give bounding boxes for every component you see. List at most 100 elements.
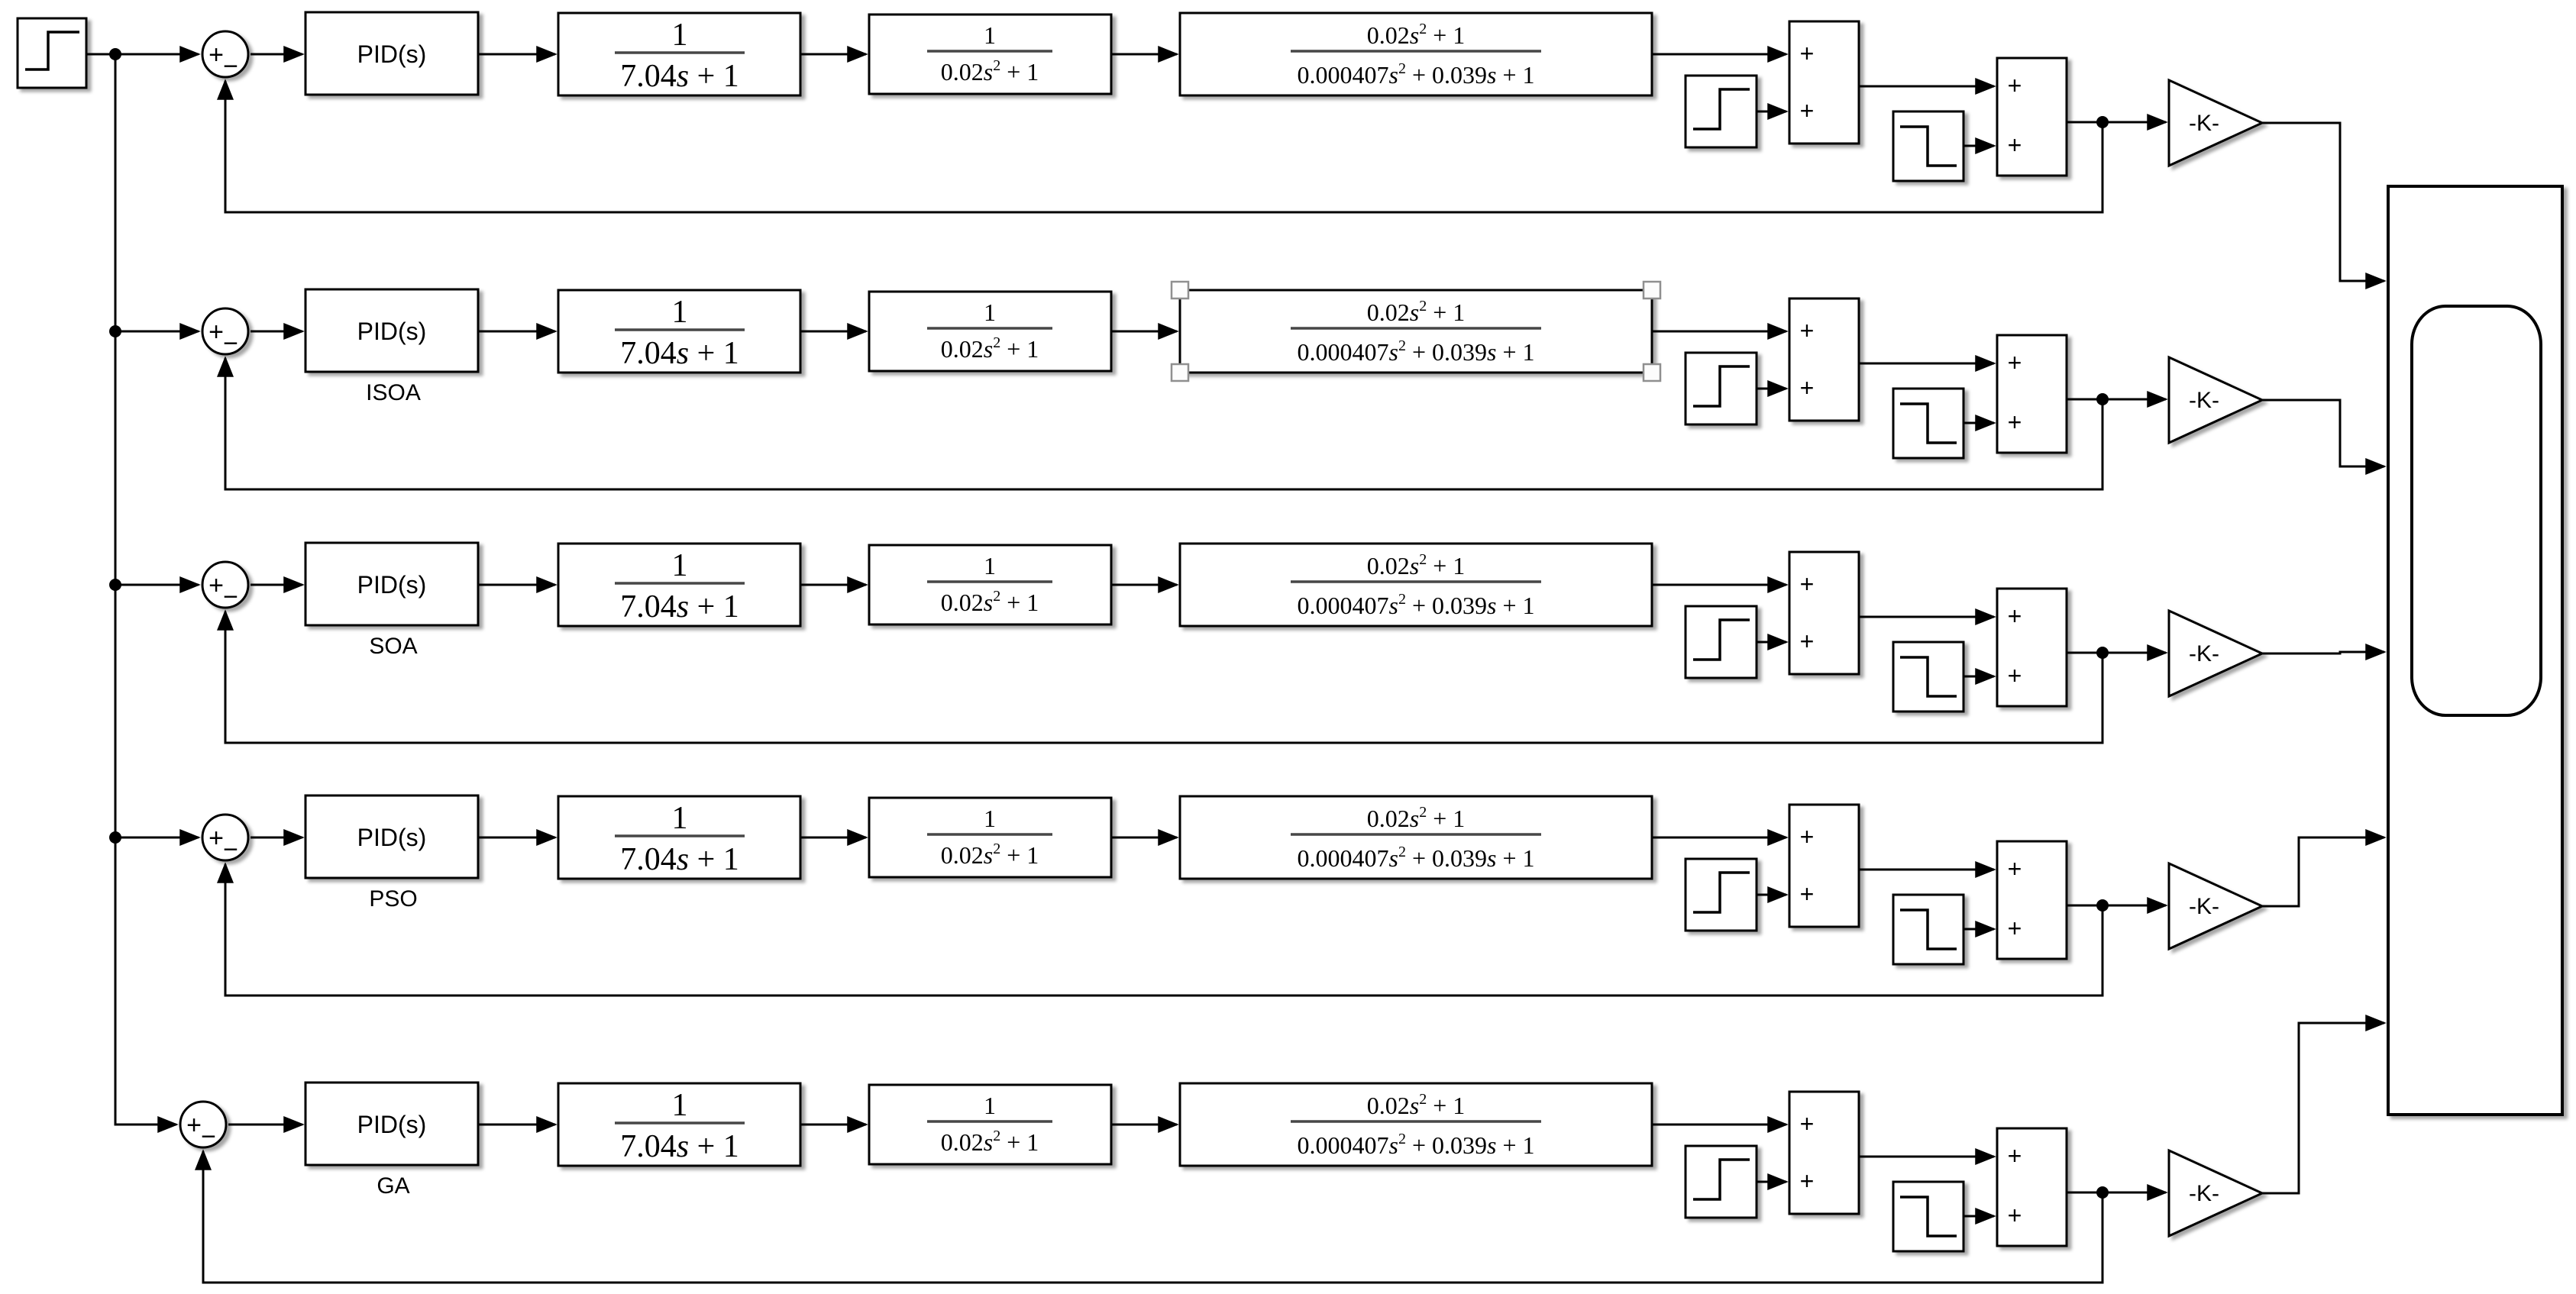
step-source-block[interactable]	[16, 17, 88, 89]
transfer-fcn-first-order-block[interactable]: 1 7.04s + 1	[557, 289, 802, 374]
gain-label: -K-	[2189, 641, 2219, 666]
sum-plus-sign: +	[208, 40, 224, 69]
pid-block-text: PID(s)	[357, 571, 427, 599]
tf1-denominator: 7.04s + 1	[620, 336, 739, 371]
pid-controller-block[interactable]: PID(s)	[304, 11, 480, 96]
tf1-denominator: 7.04s + 1	[620, 842, 739, 877]
add-block-1[interactable]: + +	[1788, 20, 1860, 145]
tf2-denominator: 0.02s2 + 1	[941, 841, 1039, 869]
add-block-2[interactable]: + +	[1996, 56, 2068, 177]
transfer-fcn-resonant-block[interactable]: 1 0.02s2 + 1	[868, 1083, 1113, 1166]
wire-feedback[interactable]	[217, 609, 2104, 744]
step-disturbance-up-block[interactable]	[1684, 857, 1758, 932]
gain-triangle	[2167, 355, 2265, 445]
wire-add2-to-gain[interactable]	[2067, 897, 2168, 914]
step-up-icon	[1693, 365, 1750, 408]
add-plus-sign: +	[2008, 602, 2022, 630]
sum-junction[interactable]: + −	[201, 307, 250, 358]
gain-triangle	[2167, 861, 2265, 951]
step-source-icon	[25, 31, 79, 71]
selection-handle[interactable]	[1642, 363, 1662, 382]
step-disturbance-down-block[interactable]	[1892, 1180, 1965, 1253]
wire-feedback[interactable]	[217, 356, 2104, 491]
transfer-fcn-resonant-block[interactable]: 1 0.02s2 + 1	[868, 290, 1113, 373]
wire-gain-to-scope[interactable]	[2262, 644, 2387, 660]
reference-trunk-wires[interactable]	[86, 46, 201, 1133]
transfer-fcn-first-order-block[interactable]: 1 7.04s + 1	[557, 542, 802, 628]
add-block-1[interactable]: + +	[1788, 1090, 1860, 1215]
transfer-fcn-plant-block[interactable]: 0.02s2 + 1 0.000407s2 + 0.039s + 1	[1178, 795, 1653, 880]
wire-add2-to-gain[interactable]	[2067, 391, 2168, 408]
add-block-1[interactable]: + +	[1788, 550, 1860, 676]
transfer-fcn-plant-block[interactable]: 0.02s2 + 1 0.000407s2 + 0.039s + 1	[1178, 11, 1653, 97]
add-block-1[interactable]: + +	[1788, 803, 1860, 928]
pid-controller-block[interactable]: PID(s)	[304, 541, 480, 627]
wire-add2-to-gain[interactable]	[2067, 644, 2168, 661]
tf2-denominator: 0.02s2 + 1	[941, 57, 1039, 86]
step-down-icon	[1900, 656, 1957, 698]
selection-handle[interactable]	[1170, 363, 1190, 382]
transfer-fcn-first-order-block[interactable]: 1 7.04s + 1	[557, 1082, 802, 1167]
add-plus-sign: +	[1800, 570, 1815, 598]
wire-add2-to-gain[interactable]	[2067, 1184, 2168, 1201]
add-block-1[interactable]: + +	[1788, 297, 1860, 422]
step-disturbance-down-block[interactable]	[1892, 893, 1965, 966]
gain-block[interactable]: -K-	[2167, 1148, 2265, 1238]
pid-block-text: PID(s)	[357, 1111, 427, 1138]
wire-feedback[interactable]	[195, 1149, 2104, 1284]
step-disturbance-down-block[interactable]	[1892, 110, 1965, 182]
transfer-fcn-plant-block[interactable]: 0.02s2 + 1 0.000407s2 + 0.039s + 1	[1178, 542, 1653, 628]
add-plus-sign: +	[2008, 72, 2022, 99]
branch-dot	[109, 48, 121, 60]
wire-gain-to-scope[interactable]	[2262, 399, 2387, 475]
pid-block-label: ISOA	[366, 380, 421, 405]
pid-controller-block[interactable]: PID(s)	[304, 288, 480, 373]
sum-junction[interactable]: + −	[179, 1100, 228, 1151]
step-up-icon	[1693, 618, 1750, 661]
wire-gain-to-scope[interactable]	[2262, 829, 2387, 908]
branch-dot	[109, 579, 121, 591]
gain-block[interactable]: -K-	[2167, 78, 2265, 168]
sum-junction[interactable]: + −	[201, 813, 250, 864]
transfer-fcn-resonant-block[interactable]: 1 0.02s2 + 1	[868, 544, 1113, 626]
add-block-2[interactable]: + +	[1996, 840, 2068, 960]
sum-junction[interactable]: + −	[201, 30, 250, 81]
pid-block-label: SOA	[369, 634, 417, 659]
step-disturbance-up-block[interactable]	[1684, 1144, 1758, 1219]
wire-feedback[interactable]	[217, 79, 2104, 214]
transfer-fcn-plant-block[interactable]: 0.02s2 + 1 0.000407s2 + 0.039s + 1	[1178, 1082, 1653, 1167]
wire-gain-to-scope[interactable]	[2262, 1015, 2387, 1195]
tf3-numerator: 0.02s2 + 1	[1367, 21, 1466, 49]
add-plus-sign: +	[1800, 880, 1815, 908]
transfer-fcn-first-order-block[interactable]: 1 7.04s + 1	[557, 795, 802, 880]
pid-controller-block[interactable]: PID(s)	[304, 794, 480, 879]
gain-block[interactable]: -K-	[2167, 355, 2265, 445]
pid-controller-block[interactable]: PID(s)	[304, 1081, 480, 1167]
transfer-fcn-resonant-block[interactable]: 1 0.02s2 + 1	[868, 796, 1113, 879]
gain-block[interactable]: -K-	[2167, 861, 2265, 951]
scope-block[interactable]	[2387, 185, 2564, 1116]
tf1-denominator: 7.04s + 1	[620, 589, 739, 624]
step-disturbance-up-block[interactable]	[1684, 605, 1758, 679]
sum-junction[interactable]: + −	[201, 560, 250, 612]
transfer-fcn-first-order-block[interactable]: 1 7.04s + 1	[557, 11, 802, 97]
step-disturbance-up-block[interactable]	[1684, 351, 1758, 426]
selection-handle[interactable]	[1642, 280, 1662, 300]
step-disturbance-down-block[interactable]	[1892, 387, 1965, 460]
step-disturbance-down-block[interactable]	[1892, 641, 1965, 713]
step-disturbance-up-block[interactable]	[1684, 74, 1758, 149]
transfer-fcn-resonant-block[interactable]: 1 0.02s2 + 1	[868, 13, 1113, 95]
selection-handle[interactable]	[1170, 280, 1190, 300]
wire-add2-to-gain[interactable]	[2067, 114, 2168, 131]
add-block-2[interactable]: + +	[1996, 1127, 2068, 1247]
add-block-2[interactable]: + +	[1996, 334, 2068, 454]
wire-gain-to-scope[interactable]	[2262, 121, 2387, 289]
wire-feedback[interactable]	[217, 862, 2104, 997]
transfer-fcn-plant-block[interactable]: 0.02s2 + 1 0.000407s2 + 0.039s + 1	[1178, 289, 1653, 374]
add-block-2[interactable]: + +	[1996, 587, 2068, 708]
tf3-numerator: 0.02s2 + 1	[1367, 551, 1466, 579]
scope-display-icon	[2410, 305, 2542, 717]
step-up-icon	[1693, 1158, 1750, 1201]
gain-block[interactable]: -K-	[2167, 608, 2265, 699]
